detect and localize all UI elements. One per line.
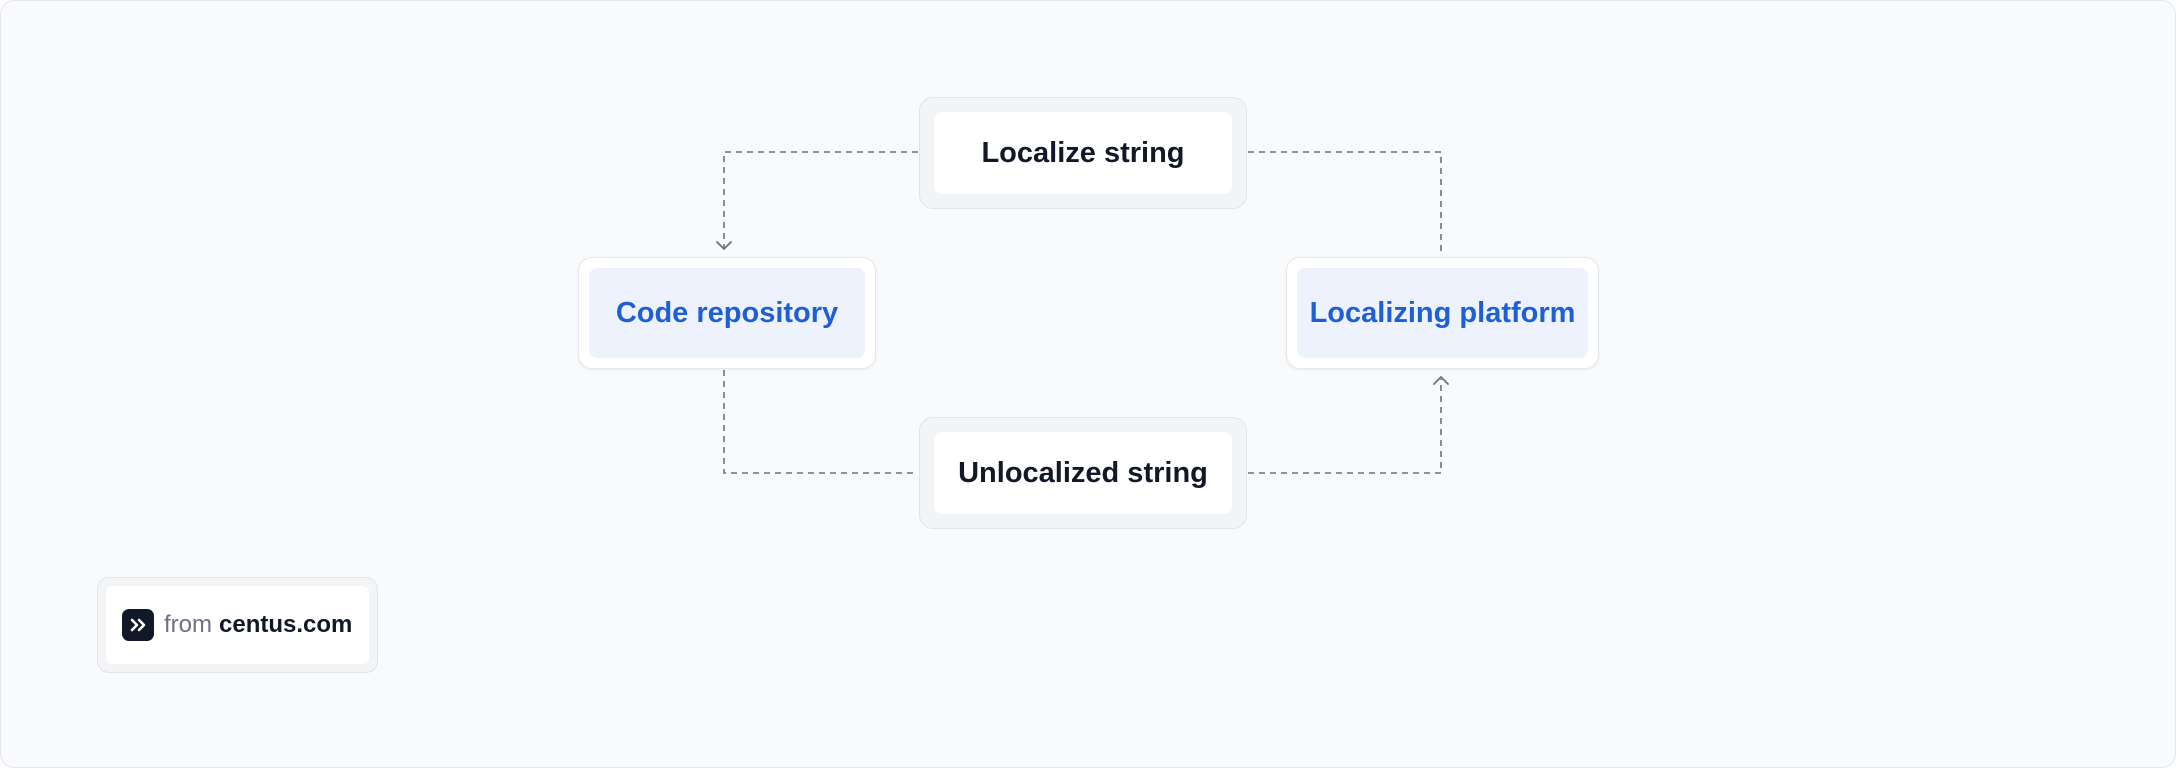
badge-domain-link[interactable]: centus.com xyxy=(219,611,353,638)
node-label: Localizing platform xyxy=(1297,268,1588,358)
edge-platform-to-localize xyxy=(1248,151,1442,256)
edge-localize-to-code-repo xyxy=(723,151,918,249)
node-code-repository: Code repository xyxy=(578,257,876,369)
node-label: Localize string xyxy=(934,112,1232,194)
node-unlocalized-string: Unlocalized string xyxy=(919,417,1247,529)
node-label: Unlocalized string xyxy=(934,432,1232,514)
edge-code-repo-to-unlocalized xyxy=(723,370,918,474)
node-localizing-platform: Localizing platform xyxy=(1286,257,1599,369)
double-chevron-right-icon xyxy=(122,609,154,641)
node-label: Code repository xyxy=(589,268,865,358)
source-badge-content[interactable]: from centus.com xyxy=(106,586,369,664)
badge-prefix: from xyxy=(164,611,212,638)
edge-unlocalized-to-platform xyxy=(1248,379,1442,474)
node-localize-string: Localize string xyxy=(919,97,1247,209)
arrowhead-down-icon xyxy=(716,241,732,250)
source-badge[interactable]: from centus.com xyxy=(97,577,378,673)
arrowhead-up-icon xyxy=(1433,376,1449,385)
